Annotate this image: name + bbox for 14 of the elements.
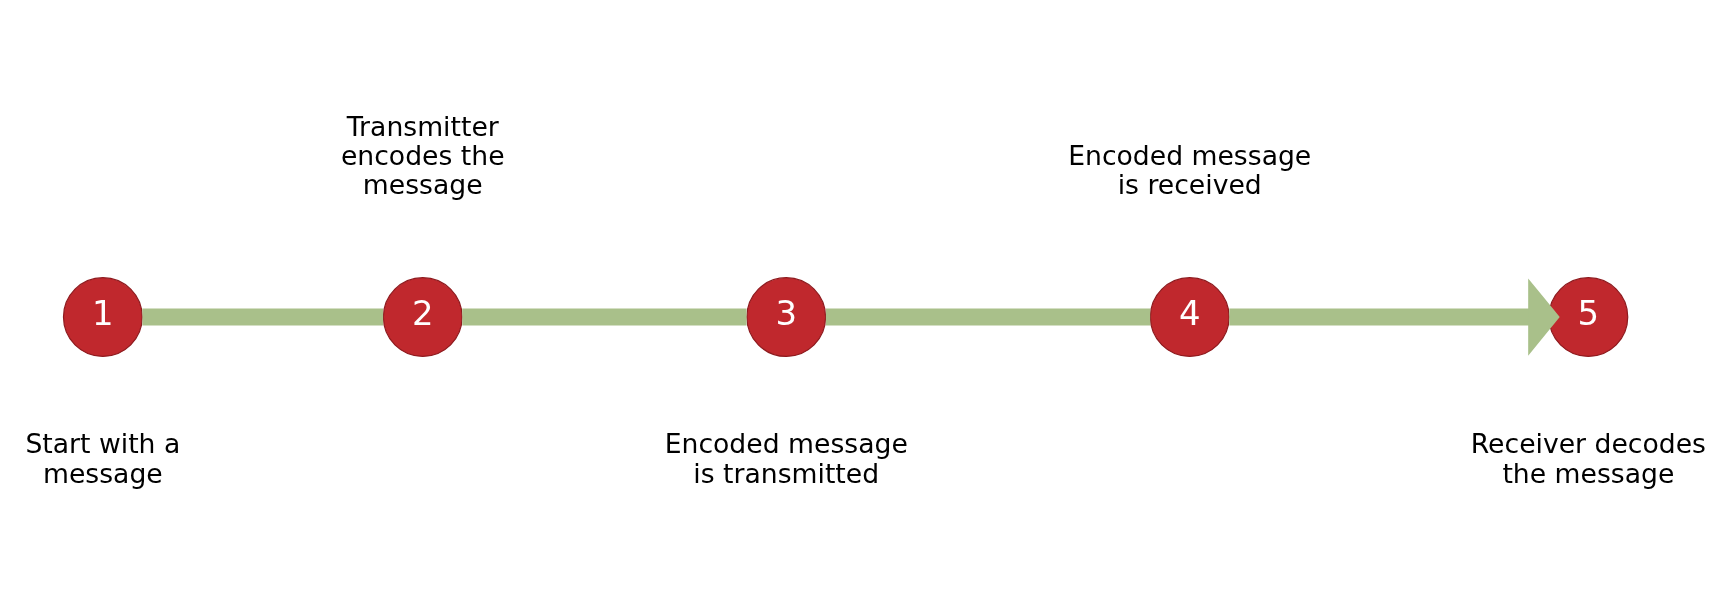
node-label: Encoded message is received: [1067, 139, 1311, 200]
connector: [141, 308, 383, 326]
node-circle: 1: [62, 276, 143, 357]
node-circle: 2: [382, 276, 463, 357]
node-label: Start with a message: [24, 427, 180, 489]
connector: [461, 308, 747, 326]
node-label: Encoded message is transmitted: [664, 427, 908, 489]
node-label: Transmitter encodes the message: [340, 110, 505, 200]
node-label: Receiver decodes the message: [1470, 427, 1706, 489]
connector: [825, 308, 1150, 326]
node-circle: 5: [1547, 276, 1628, 357]
arrow: [1228, 277, 1560, 356]
node-circle: 3: [745, 276, 826, 357]
node-circle: 4: [1149, 276, 1230, 357]
